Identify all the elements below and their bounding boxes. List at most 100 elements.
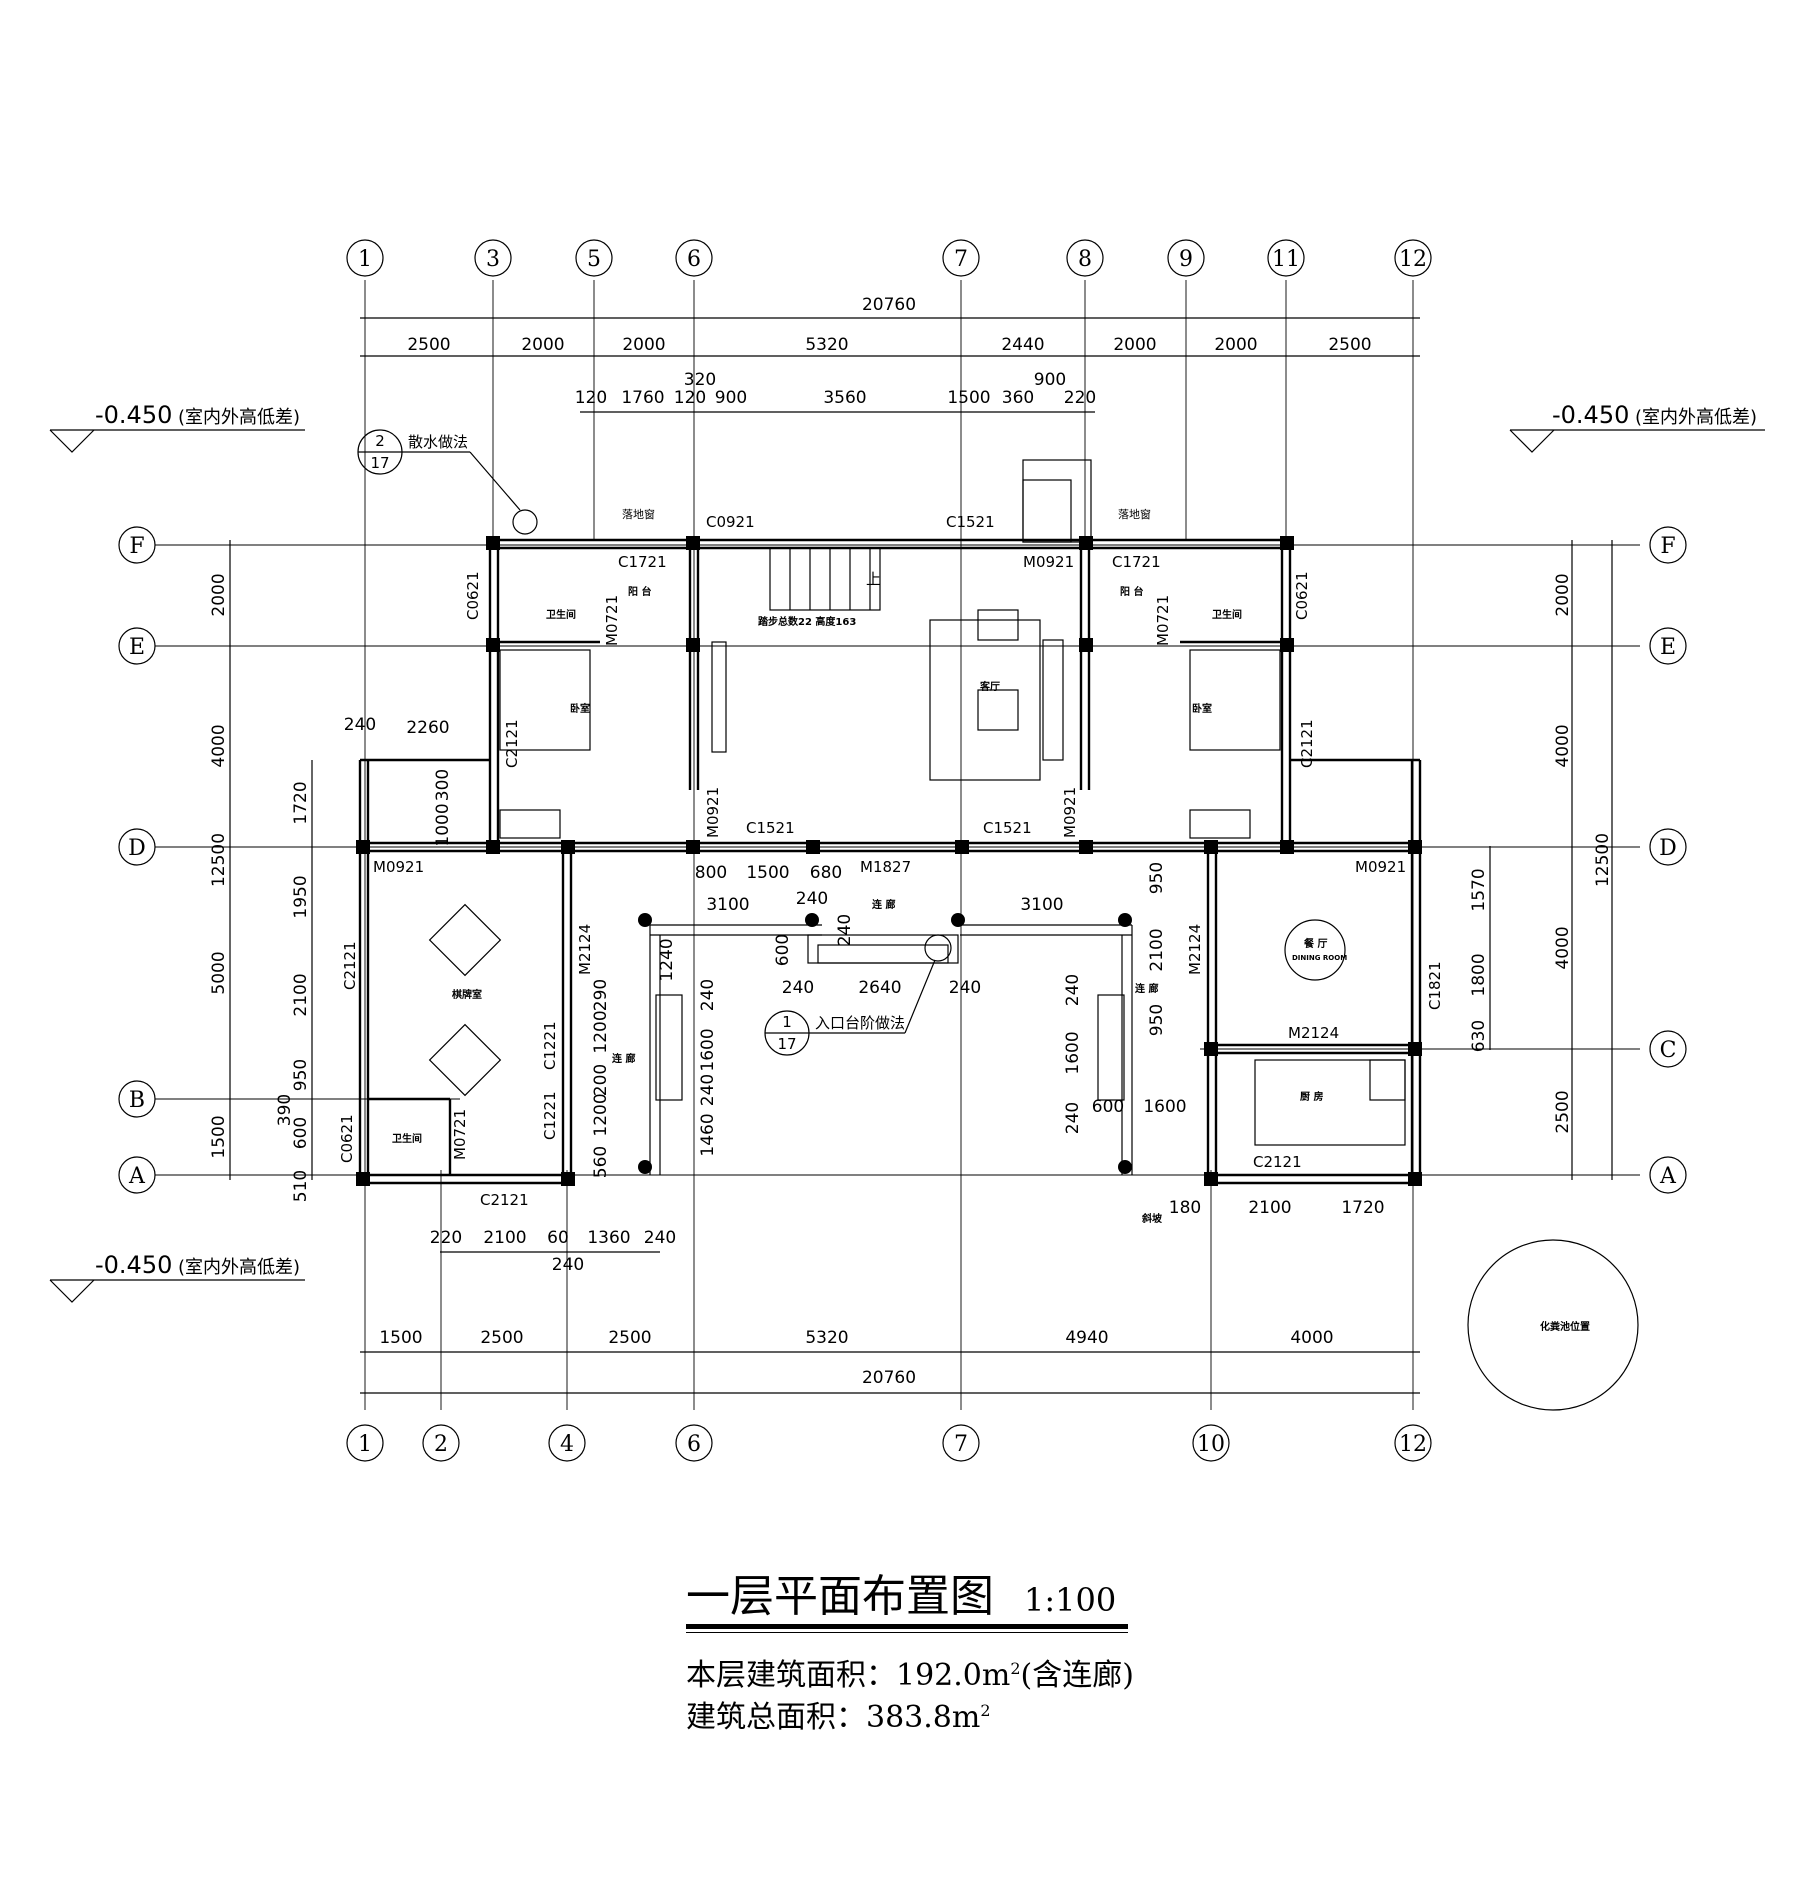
- svg-text:240: 240: [782, 978, 814, 998]
- svg-text:1360: 1360: [587, 1228, 630, 1248]
- svg-text:棋牌室: 棋牌室: [451, 988, 482, 1001]
- svg-text:3100: 3100: [1020, 895, 1063, 915]
- svg-text:300: 300: [433, 769, 453, 801]
- svg-text:化粪池位置: 化粪池位置: [1540, 1320, 1590, 1333]
- svg-text:C0621: C0621: [464, 571, 482, 620]
- axis-top-7: 7: [954, 247, 968, 272]
- svg-text:1200: 1200: [591, 1093, 611, 1136]
- interior-dimensions: 240 2260 300 1000 800 1500 680 3100 240 …: [344, 715, 1385, 1218]
- svg-text:1200: 1200: [591, 1010, 611, 1053]
- svg-text:卫生间: 卫生间: [392, 1132, 422, 1145]
- svg-text:连 廊: 连 廊: [1135, 982, 1158, 995]
- svg-text:M2124: M2124: [1288, 1024, 1339, 1042]
- svg-text:4000: 4000: [1553, 926, 1573, 969]
- svg-text:2500: 2500: [407, 335, 450, 355]
- svg-text:2500: 2500: [1553, 1090, 1573, 1133]
- svg-text:(室内外高低差): (室内外高低差): [1635, 407, 1757, 428]
- svg-text:(室内外高低差): (室内外高低差): [178, 1257, 300, 1278]
- axis-top-9: 9: [1179, 247, 1193, 272]
- svg-text:220: 220: [430, 1228, 462, 1248]
- svg-text:A: A: [128, 1164, 146, 1189]
- svg-text:C1221: C1221: [541, 1091, 559, 1140]
- svg-text:5320: 5320: [805, 335, 848, 355]
- svg-text:1000: 1000: [433, 803, 453, 846]
- title-underline-thin: [686, 1632, 1128, 1633]
- axis-top-3: 3: [486, 247, 500, 272]
- svg-text:C2121: C2121: [341, 941, 359, 990]
- svg-text:1760: 1760: [621, 388, 664, 408]
- svg-text:12500: 12500: [209, 833, 229, 887]
- svg-text:950: 950: [291, 1059, 311, 1091]
- svg-text:C0921: C0921: [706, 513, 755, 531]
- svg-text:3100: 3100: [706, 895, 749, 915]
- svg-text:C0621: C0621: [338, 1114, 356, 1163]
- svg-text:60: 60: [547, 1228, 569, 1248]
- svg-text:M2124: M2124: [1186, 924, 1204, 975]
- svg-text:1: 1: [782, 1013, 792, 1031]
- svg-text:C1721: C1721: [1112, 553, 1161, 571]
- svg-text:1950: 1950: [291, 875, 311, 918]
- svg-text:D: D: [1659, 836, 1677, 861]
- svg-text:M0921: M0921: [1023, 553, 1074, 571]
- svg-text:20760: 20760: [862, 1368, 916, 1388]
- bottom-dimensions: 1500 2500 2500 5320 4940 4000 20760 220 …: [379, 1228, 1333, 1388]
- svg-text:240: 240: [698, 1074, 718, 1106]
- floor-area-line: 本层建筑面积：192.0m2(含连廊): [686, 1658, 1134, 1693]
- svg-text:F: F: [129, 534, 144, 559]
- svg-text:4: 4: [560, 1432, 574, 1457]
- svg-text:M0721: M0721: [451, 1109, 469, 1160]
- axis-top-5: 5: [587, 247, 601, 272]
- svg-text:800: 800: [695, 863, 727, 883]
- svg-text:F: F: [1660, 534, 1675, 559]
- svg-text:2: 2: [434, 1432, 448, 1457]
- svg-text:C0621: C0621: [1293, 571, 1311, 620]
- svg-text:C: C: [1660, 1038, 1677, 1063]
- dimension-lines: [229, 317, 1613, 1394]
- drawing-title: 一层平面布置图: [686, 1571, 994, 1622]
- svg-text:2000: 2000: [521, 335, 564, 355]
- svg-text:600: 600: [291, 1117, 311, 1149]
- svg-text:240: 240: [344, 715, 376, 735]
- total-area-line: 建筑总面积：383.8m2: [686, 1700, 991, 1735]
- svg-text:1460: 1460: [698, 1113, 718, 1156]
- svg-text:1720: 1720: [1341, 1198, 1384, 1218]
- svg-text:D: D: [128, 836, 146, 861]
- svg-text:M0921: M0921: [1355, 858, 1406, 876]
- svg-text:客厅: 客厅: [979, 680, 1000, 693]
- svg-text:5000: 5000: [209, 951, 229, 994]
- svg-text:阳 台: 阳 台: [1120, 585, 1143, 598]
- side-dimensions: 12500 2000 4000 5000 1500 1720 1950 2100…: [209, 573, 1613, 1202]
- svg-text:C2121: C2121: [503, 719, 521, 768]
- svg-text:2000: 2000: [1214, 335, 1257, 355]
- svg-text:320: 320: [684, 370, 716, 390]
- svg-text:卧室: 卧室: [1192, 702, 1212, 715]
- svg-text:240: 240: [796, 889, 828, 909]
- drawing-scale: 1:100: [1024, 1581, 1117, 1619]
- svg-text:4000: 4000: [209, 724, 229, 767]
- svg-text:E: E: [129, 635, 145, 660]
- svg-text:240: 240: [644, 1228, 676, 1248]
- axis-top-11: 11: [1272, 247, 1300, 272]
- svg-text:2000: 2000: [209, 573, 229, 616]
- room-labels: 卫生间 阳 台 卧室 客厅 阳 台 卫生间 卧室 棋牌室 卫生间 连 廊 连 廊…: [392, 570, 1590, 1333]
- svg-text:510: 510: [291, 1170, 311, 1202]
- axis-top-6: 6: [687, 247, 701, 272]
- svg-text:1500: 1500: [379, 1328, 422, 1348]
- svg-text:600: 600: [1092, 1097, 1124, 1117]
- svg-text:B: B: [129, 1088, 145, 1113]
- svg-text:120: 120: [674, 388, 706, 408]
- svg-text:踏步总数22 高度163: 踏步总数22 高度163: [758, 615, 856, 628]
- svg-text:180: 180: [1169, 1198, 1201, 1218]
- svg-text:1570: 1570: [1469, 868, 1489, 911]
- svg-text:卧室: 卧室: [570, 702, 590, 715]
- svg-text:240: 240: [949, 978, 981, 998]
- svg-text:240: 240: [698, 979, 718, 1011]
- svg-text:阳 台: 阳 台: [628, 585, 651, 598]
- svg-text:2100: 2100: [1248, 1198, 1291, 1218]
- svg-text:17: 17: [777, 1035, 796, 1053]
- svg-text:2640: 2640: [858, 978, 901, 998]
- top-dimensions: 20760 2500 2000 2000 5320 2440 2000 2000…: [407, 295, 1371, 408]
- opening-labels: 落地窗 C0921 C1521 M0921 C1721 C0621 M0721 …: [338, 507, 1444, 1209]
- svg-text:2: 2: [375, 432, 385, 450]
- svg-text:12500: 12500: [1593, 833, 1613, 887]
